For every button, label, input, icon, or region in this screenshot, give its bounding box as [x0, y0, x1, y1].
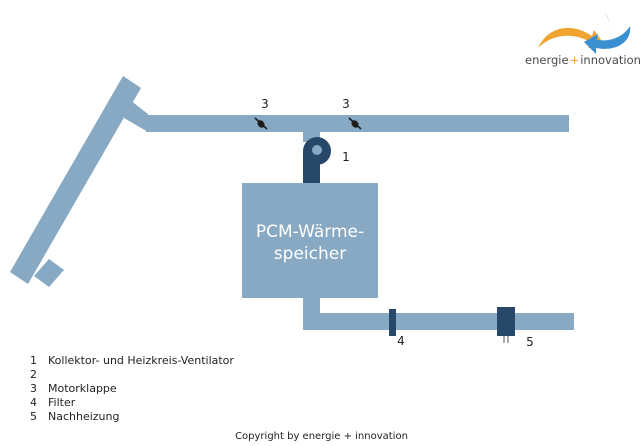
legend-item-number: 2: [30, 368, 37, 381]
legend-item-label: Nachheizung: [48, 410, 120, 423]
logo-swoosh-blue-icon: [584, 26, 631, 54]
solar-collector: [10, 76, 141, 287]
logo: energie+innovation: [525, 12, 641, 67]
logo-text-innovation: innovation: [580, 53, 641, 67]
storage-label-line2: speicher: [274, 244, 346, 264]
marker-damper-left: 3: [261, 97, 269, 111]
legend-item-label: Motorklappe: [48, 382, 117, 395]
legend-item: 4 Filter: [30, 396, 234, 410]
motor-damper-right: [348, 117, 362, 130]
filter: [389, 309, 396, 336]
legend-item: 5 Nachheizung: [30, 410, 234, 424]
legend-item: 2: [30, 368, 234, 382]
legend-item-number: 1: [30, 354, 37, 367]
legend-item-label: Kollektor- und Heizkreis-Ventilator: [48, 354, 234, 367]
legend-item: 3 Motorklappe: [30, 382, 234, 396]
marker-heater: 5: [526, 335, 534, 349]
legend: 1 Kollektor- und Heizkreis-Ventilator 2 …: [30, 354, 234, 424]
legend-item-number: 3: [30, 382, 37, 395]
legend-item-number: 5: [30, 410, 37, 423]
marker-filter: 4: [397, 334, 405, 348]
svg-text:energie+innovation: energie+innovation: [525, 53, 641, 67]
bottom-air-duct: [303, 313, 574, 330]
motor-damper-left: [254, 117, 268, 130]
fan: [303, 137, 331, 183]
legend-item-label: Filter: [48, 396, 76, 409]
legend-item-number: 4: [30, 396, 37, 409]
marker-damper-right: 3: [342, 97, 350, 111]
pcm-heat-storage: [242, 183, 378, 298]
logo-text-plus: +: [570, 53, 580, 67]
legend-item: 1 Kollektor- und Heizkreis-Ventilator: [30, 354, 234, 368]
copyright-notice: Copyright by energie + innovation: [235, 431, 408, 442]
logo-text-energie: energie: [525, 53, 569, 67]
collector-connector: [124, 100, 148, 132]
marker-fan: 1: [342, 150, 350, 164]
outlet-riser-duct: [303, 296, 320, 314]
logo-swoosh-light-icon: [604, 12, 610, 36]
logo-swoosh-orange-icon: [538, 27, 604, 48]
storage-label-line1: PCM-Wärme-: [256, 222, 364, 242]
post-heater: [497, 307, 515, 343]
